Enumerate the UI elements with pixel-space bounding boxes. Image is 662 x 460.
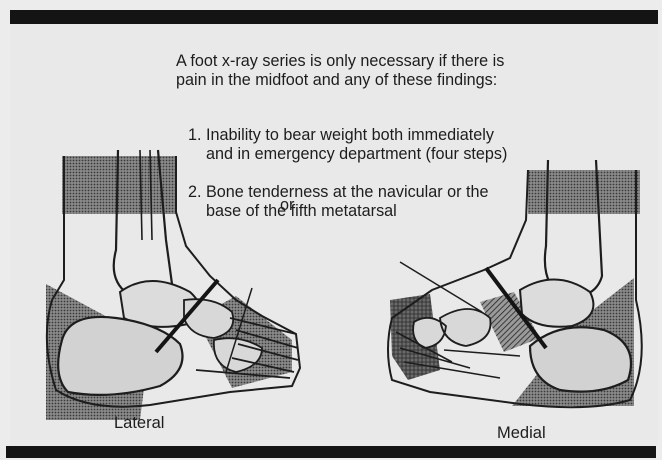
bottom-border-bar xyxy=(6,446,656,458)
criterion-1-text: Inability to bear weight both immediatel… xyxy=(206,126,518,164)
criterion-2: 2. Bone tenderness at the navicular or t… xyxy=(188,183,518,221)
or-separator: or xyxy=(280,196,294,215)
criterion-1-number: 1. xyxy=(188,126,206,164)
criterion-2-number: 2. xyxy=(188,183,206,221)
lateral-view-label: Lateral xyxy=(114,414,164,433)
criterion-2-text: Bone tenderness at the navicular or the … xyxy=(206,183,518,221)
criteria-list: 1. Inability to bear weight both immedia… xyxy=(188,126,518,221)
lateral-calcaneus-bone xyxy=(58,317,182,395)
intro-text: A foot x-ray series is only necessary if… xyxy=(176,52,526,90)
medial-view-label: Medial xyxy=(497,424,546,443)
criterion-1: 1. Inability to bear weight both immedia… xyxy=(188,126,518,164)
medial-talus-bone xyxy=(520,279,593,326)
medial-ankle-shade-zone xyxy=(528,170,640,214)
medial-calcaneus-bone xyxy=(530,327,631,391)
